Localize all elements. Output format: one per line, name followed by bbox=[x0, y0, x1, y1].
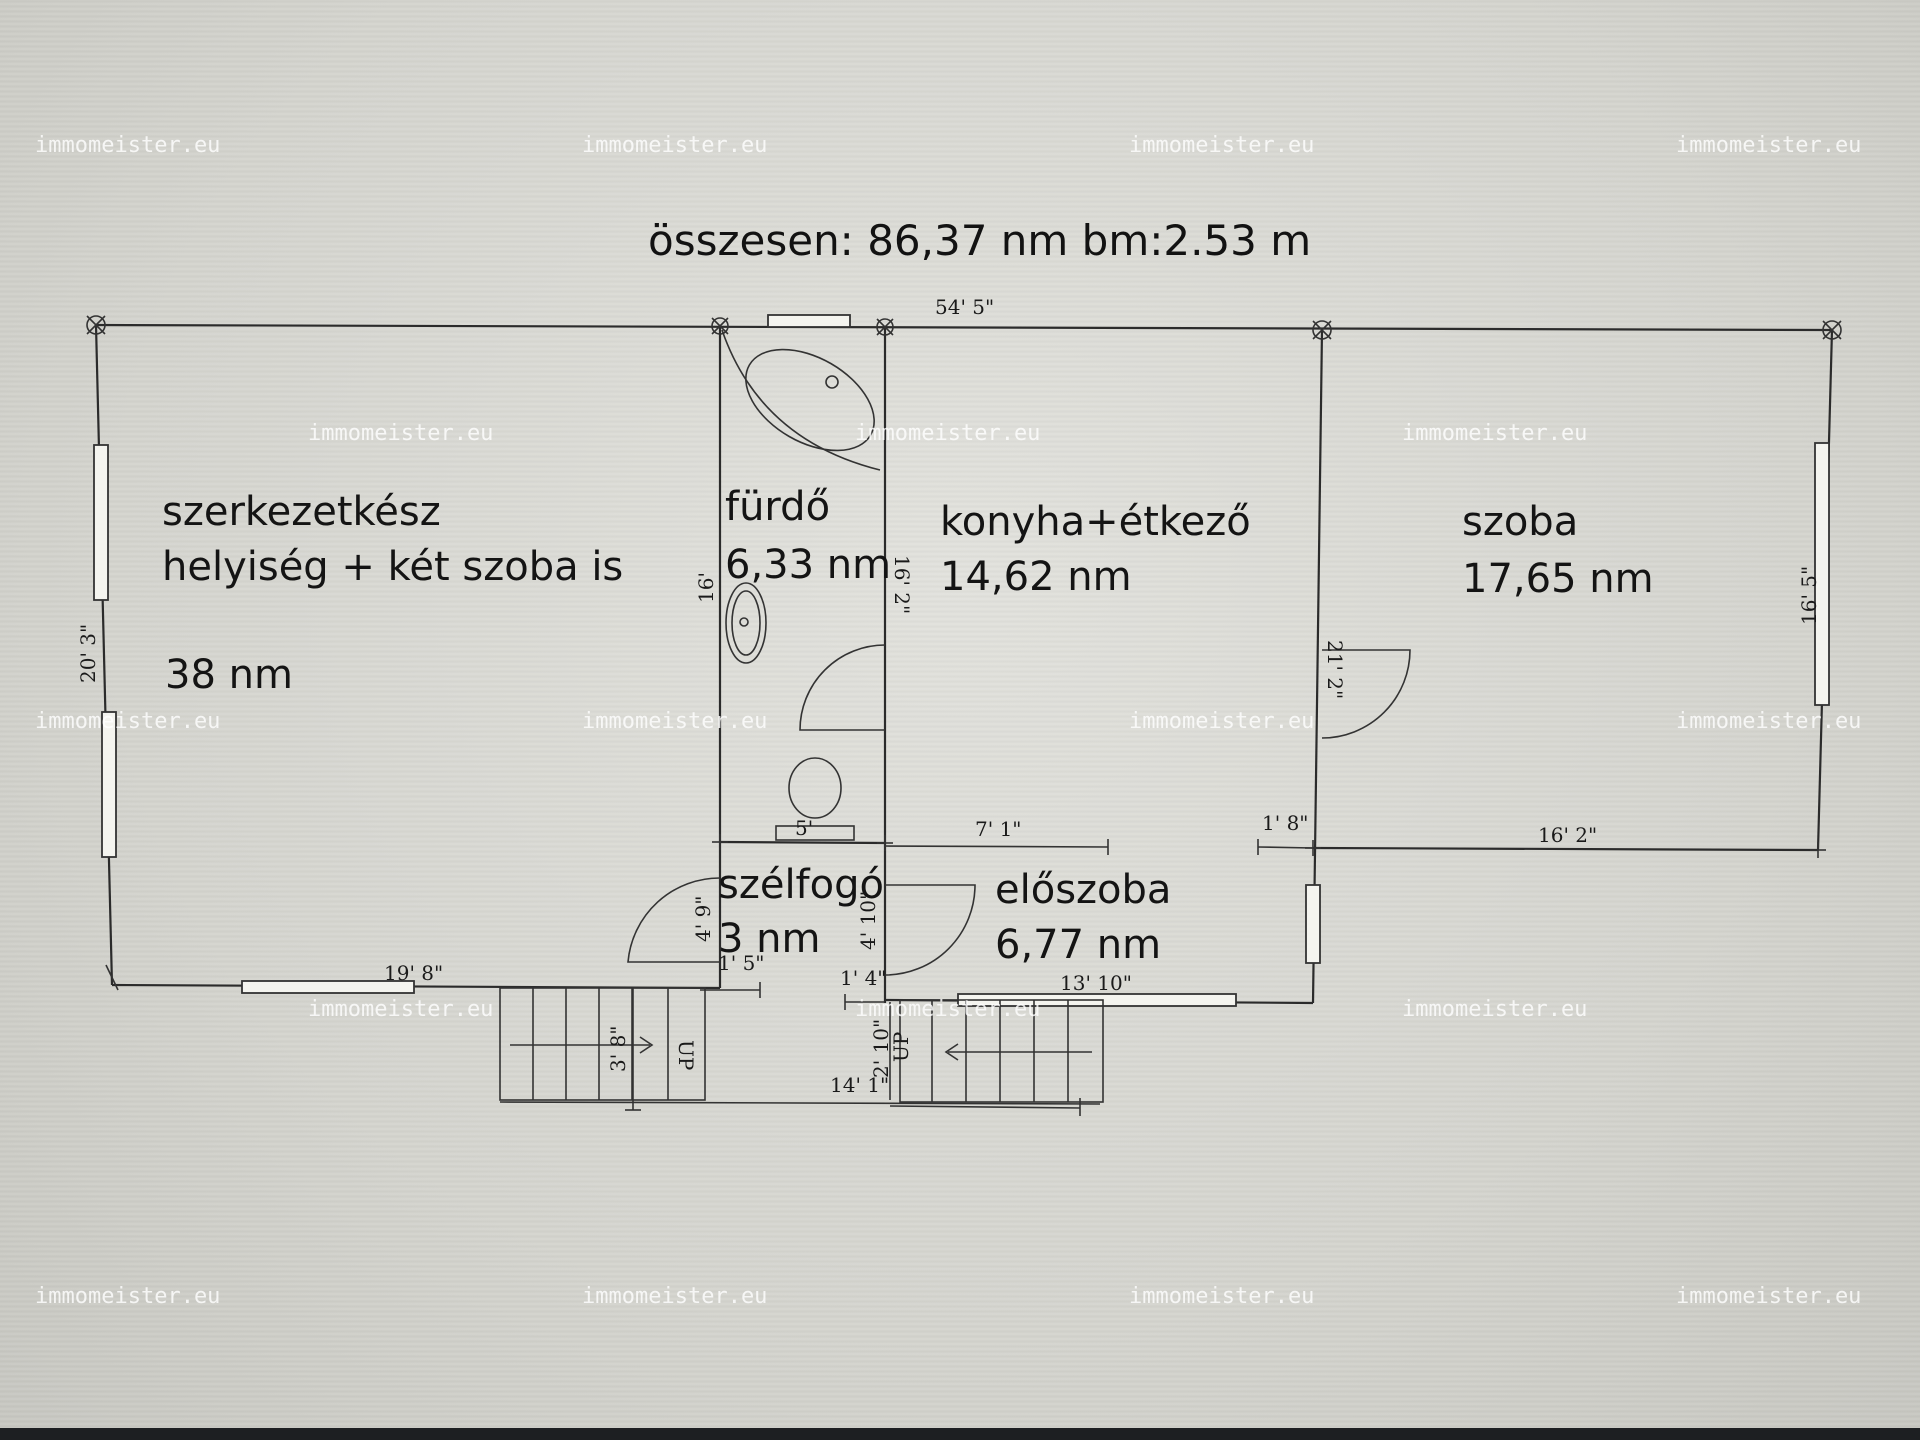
toilet-tank bbox=[775, 825, 855, 841]
watermark: immomeister.eu bbox=[1129, 709, 1314, 734]
dim-top-total: 54' 5" bbox=[935, 295, 994, 319]
stairs-left-arrowhead bbox=[639, 1036, 654, 1054]
watermarks: immomeister.eu immomeister.eu immomeiste… bbox=[35, 133, 1861, 1309]
dim-vest-height: 4' 9" bbox=[691, 895, 715, 942]
watermark: immomeister.eu bbox=[1676, 709, 1861, 734]
watermark: immomeister.eu bbox=[35, 709, 220, 734]
left-room-area: 38 nm bbox=[165, 652, 293, 698]
watermark: immomeister.eu bbox=[1129, 1284, 1314, 1309]
room-label: szoba bbox=[1462, 499, 1578, 545]
watermark: immomeister.eu bbox=[308, 421, 493, 446]
door-hall bbox=[884, 884, 976, 976]
kitchen-area: 14,62 nm bbox=[940, 554, 1132, 600]
window-bottom-left bbox=[241, 980, 415, 994]
window-left-upper bbox=[93, 444, 109, 601]
bath-label: fürdő bbox=[725, 484, 830, 530]
left-room-label-2: helyiség + két szoba is bbox=[162, 544, 623, 590]
bathroom-fixtures bbox=[721, 329, 881, 841]
stairs-left-outline bbox=[499, 987, 706, 1101]
dim-stair-bottom: 14' 1" bbox=[830, 1073, 889, 1097]
left-room-label-1: szerkezetkész bbox=[162, 489, 441, 535]
doors bbox=[627, 644, 1411, 976]
room-bottom-wall bbox=[1312, 846, 1819, 852]
stairs-right-arrowhead bbox=[944, 1043, 959, 1061]
dim-left-height: 20' 3" bbox=[76, 624, 100, 683]
hall-area: 6,77 nm bbox=[995, 922, 1161, 968]
watermark: immomeister.eu bbox=[1402, 421, 1587, 446]
bathtub-edge bbox=[721, 329, 881, 471]
dim-toilet-width: 5' bbox=[795, 816, 813, 840]
junction-marker bbox=[86, 315, 106, 335]
watermark: immomeister.eu bbox=[308, 997, 493, 1022]
bath-area: 6,33 nm bbox=[725, 542, 891, 588]
dim-room-right: 16' 5" bbox=[1797, 566, 1821, 625]
dim-bath-right: 16' 2" bbox=[890, 555, 914, 614]
watermark: immomeister.eu bbox=[582, 709, 767, 734]
junction-marker bbox=[1312, 320, 1332, 340]
watermark: immomeister.eu bbox=[1402, 997, 1587, 1022]
left-wall bbox=[94, 324, 114, 986]
sink-bowl bbox=[731, 590, 761, 656]
top-wall bbox=[95, 323, 1833, 332]
dim-stair-left: 3' 8" bbox=[606, 1025, 630, 1072]
watermark: immomeister.eu bbox=[1676, 133, 1861, 158]
door-bath bbox=[799, 644, 886, 731]
stairs-left bbox=[499, 987, 706, 1101]
dim-hall-step: 1' 4" bbox=[840, 966, 887, 990]
junction-marker bbox=[1810, 842, 1826, 858]
vestibule-area: 3 nm bbox=[718, 916, 820, 962]
watermark: immomeister.eu bbox=[1676, 1284, 1861, 1309]
stair-base-line bbox=[499, 1101, 1101, 1105]
stairs-right-up-label: UP bbox=[889, 1032, 913, 1062]
dim-bath-left: 16' bbox=[694, 572, 718, 603]
junction-marker bbox=[877, 835, 893, 851]
junction-marker bbox=[876, 318, 894, 336]
sink-drain bbox=[739, 617, 749, 627]
watermark: immomeister.eu bbox=[855, 421, 1040, 446]
dim-stair-right: 2' 10" bbox=[869, 1019, 893, 1078]
dim-hall-bottom: 13' 10" bbox=[1060, 971, 1132, 995]
plan-title: összesen: 86,37 nm bm:2.53 m bbox=[648, 216, 1311, 265]
watermark: immomeister.eu bbox=[582, 133, 767, 158]
hall-label: előszoba bbox=[995, 867, 1171, 913]
junction-markers bbox=[86, 315, 1842, 858]
dim-kitchen-right: 21' 2" bbox=[1323, 640, 1347, 699]
window-hall-right bbox=[1305, 884, 1321, 964]
sink-icon bbox=[725, 582, 767, 664]
junction-marker bbox=[712, 834, 728, 850]
dim-left-bottom: 19' 8" bbox=[384, 961, 443, 985]
vestibule-label: szélfogó bbox=[718, 862, 884, 908]
dim-kitchen-bottom: 7' 1" bbox=[975, 817, 1022, 841]
windows bbox=[93, 314, 1830, 1007]
watermark: immomeister.eu bbox=[1129, 133, 1314, 158]
junction-marker bbox=[711, 317, 729, 335]
stairs-right-outline bbox=[899, 999, 1104, 1103]
dim-vest-bottom: 1' 5" bbox=[718, 951, 765, 975]
door-room bbox=[1321, 649, 1411, 739]
dim-room-bottom: 16' 2" bbox=[1538, 823, 1597, 847]
bathtub-drain bbox=[825, 375, 839, 389]
window-room-right bbox=[1814, 442, 1830, 706]
watermark: immomeister.eu bbox=[582, 1284, 767, 1309]
watermark: immomeister.eu bbox=[855, 997, 1040, 1022]
kitchen-label: konyha+étkező bbox=[940, 499, 1251, 545]
room-area: 17,65 nm bbox=[1462, 556, 1654, 602]
monitor-bezel bbox=[0, 1428, 1920, 1440]
dimension-lines bbox=[105, 839, 1314, 1116]
watermark: immomeister.eu bbox=[35, 1284, 220, 1309]
toilet-icon bbox=[788, 757, 842, 819]
dim-vest-right: 4' 10" bbox=[856, 891, 880, 950]
stairs-left-up-label: UP bbox=[674, 1040, 698, 1070]
bath-bottom-wall bbox=[719, 840, 886, 845]
bathtub bbox=[745, 348, 875, 452]
window-bath-top bbox=[767, 314, 851, 328]
watermark: immomeister.eu bbox=[35, 133, 220, 158]
dim-hall-gap: 1' 8" bbox=[1262, 811, 1309, 835]
door-vestibule bbox=[627, 877, 721, 963]
window-left-lower bbox=[101, 711, 117, 858]
junction-marker bbox=[1822, 320, 1842, 340]
stairs-right bbox=[899, 999, 1104, 1103]
